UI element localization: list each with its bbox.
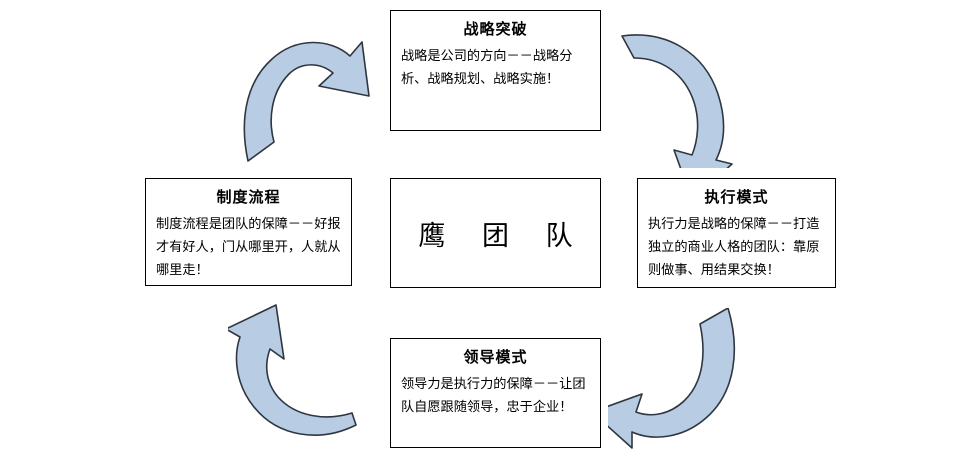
node-body-process: 制度流程是团队的保障－－好报才有好人，门从哪里开，人就从哪里走！: [156, 217, 341, 278]
node-box-execution[interactable]: 执行模式 执行力是战略的保障－－打造独立的商业人格的团队：靠原则做事、用结果交换…: [637, 178, 836, 288]
curved-arrow-up-right-icon: [238, 28, 383, 167]
center-label: 鹰 团 队: [418, 220, 587, 252]
node-body-leadership: 领导力是执行力的保障－－让团队自愿跟随领导，忠于企业！: [401, 377, 586, 415]
node-title-process: 制度流程: [216, 188, 281, 206]
node-box-strategy[interactable]: 战略突破 战略是公司的方向－－战略分析、战略规划、战略实施！: [390, 10, 601, 131]
node-body-strategy: 战略是公司的方向－－战略分析、战略规划、战略实施！: [401, 49, 573, 87]
curved-arrow-up-left-icon: [225, 303, 378, 457]
node-box-center[interactable]: 鹰 团 队: [390, 178, 601, 288]
node-title-leadership: 领导模式: [463, 348, 528, 366]
curved-arrow-down-left-icon: [591, 307, 753, 457]
node-title-strategy: 战略突破: [463, 20, 528, 38]
node-box-process[interactable]: 制度流程 制度流程是团队的保障－－好报才有好人，门从哪里开，人就从哪里走！: [145, 178, 352, 286]
curved-arrow-down-right-icon: [600, 28, 745, 201]
node-box-leadership[interactable]: 领导模式 领导力是执行力的保障－－让团队自愿跟随领导，忠于企业！: [390, 338, 601, 448]
node-body-execution: 执行力是战略的保障－－打造独立的商业人格的团队：靠原则做事、用结果交换！: [648, 217, 820, 278]
node-title-execution: 执行模式: [704, 188, 769, 206]
